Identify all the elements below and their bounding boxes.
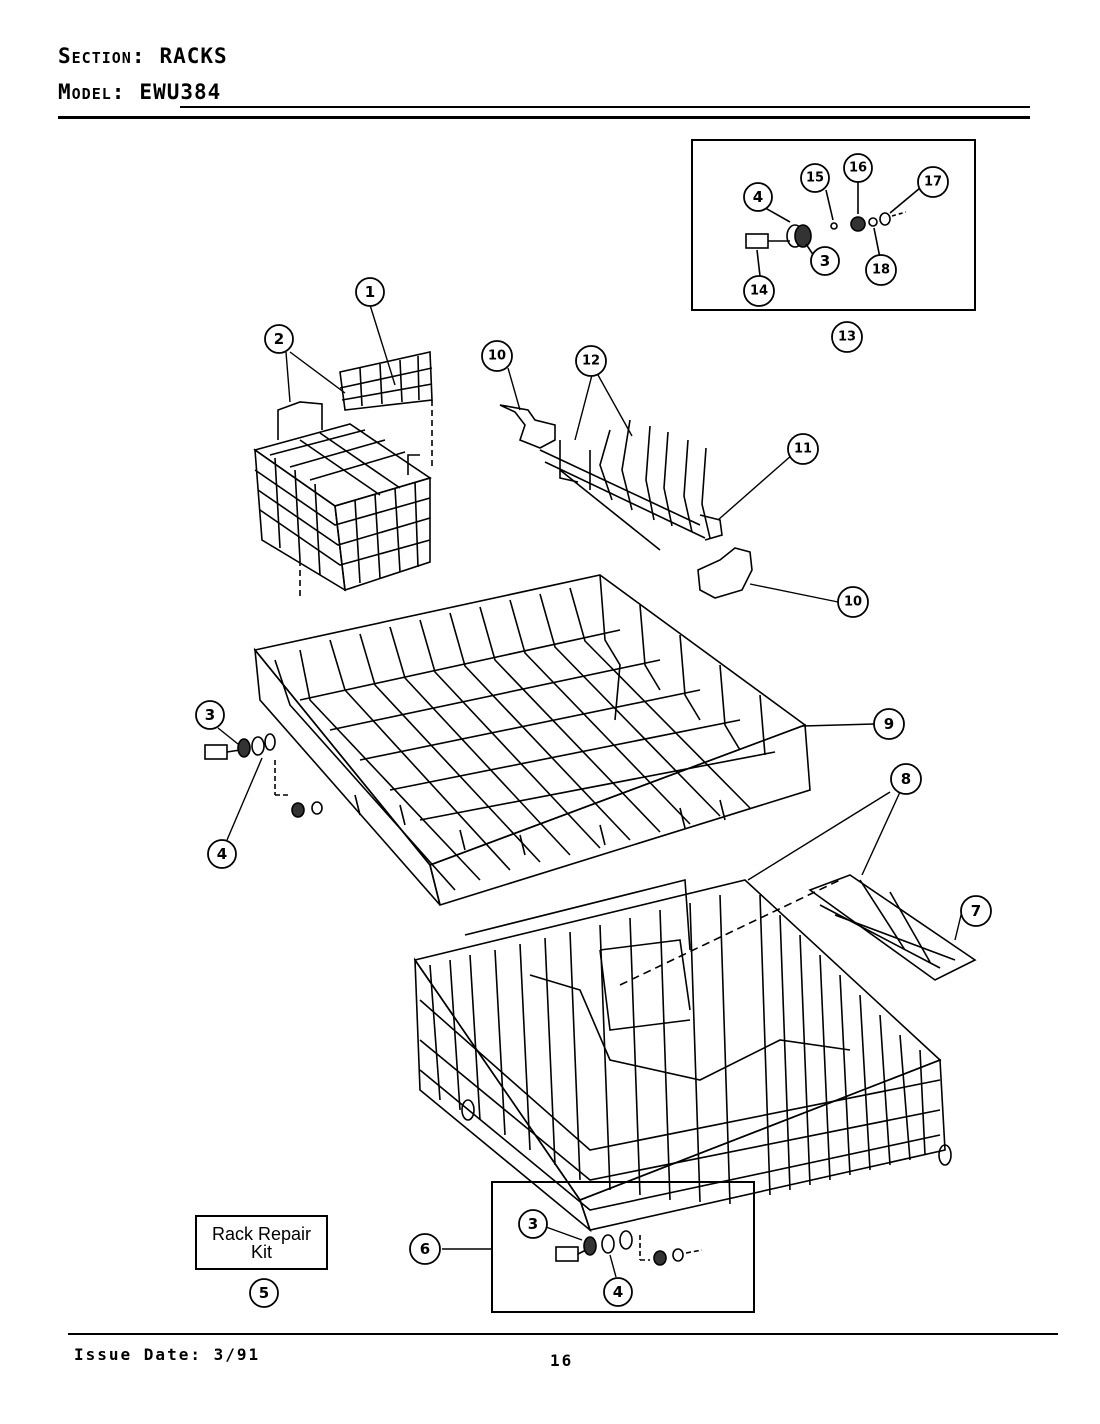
header-rule-top [180, 106, 1030, 108]
inset-hardware [745, 178, 921, 277]
callout-1-circle [355, 277, 385, 307]
callout-7-circle [960, 895, 992, 927]
callout-17-circle [917, 166, 949, 198]
callout-13-circle [831, 321, 863, 353]
inset-box-13 [691, 139, 976, 311]
callout-numbers: 1 2 3 4 5 6 7 8 9 10 10 11 12 13 14 15 1… [205, 161, 981, 1303]
rack-repair-kit-box: Rack Repair Kit [195, 1215, 328, 1270]
footer-rule [68, 1333, 1058, 1335]
callout-5: 5 [259, 1284, 269, 1302]
callout-3-inset-circle [810, 246, 840, 276]
callout-12-circle [575, 345, 607, 377]
callout-3-lower: 3 [528, 1215, 538, 1233]
header-rule-bottom [58, 116, 1030, 119]
callout-8: 8 [901, 770, 911, 788]
callout-4-lower-circle [603, 1277, 633, 1307]
callout-16: 16 [849, 161, 867, 176]
inset-box-6 [491, 1181, 755, 1313]
model-row: Model: EWU384 [58, 80, 221, 104]
leader-lines [217, 304, 963, 1278]
section-label: Section: [58, 44, 146, 68]
callout-18-circle [865, 254, 897, 286]
callout-6-circle [409, 1233, 441, 1265]
lower-rack [413, 874, 977, 1233]
callout-1: 1 [365, 283, 375, 301]
section-value: RACKS [159, 44, 228, 68]
callout-13: 13 [838, 330, 856, 345]
model-value: EWU384 [139, 80, 222, 104]
callout-8-circle [890, 763, 922, 795]
callout-10: 10 [488, 349, 506, 364]
cup-shelf [499, 404, 753, 599]
callout-3-circle [195, 700, 225, 730]
callout-4: 4 [217, 845, 227, 863]
upper-rack-hardware [204, 733, 323, 818]
callout-4-circle [207, 839, 237, 869]
callout-4-lower: 4 [613, 1283, 623, 1301]
kit-label-line1: Rack Repair [211, 1224, 312, 1244]
callout-6: 6 [420, 1240, 430, 1258]
callout-15-circle [800, 163, 830, 193]
callout-15: 15 [806, 171, 824, 186]
callout-12: 12 [582, 354, 600, 369]
callout-16-circle [843, 153, 873, 183]
issue-date: Issue Date: 3/91 [74, 1345, 261, 1364]
callout-3-lower-circle [518, 1209, 548, 1239]
callout-9: 9 [884, 715, 894, 733]
callout-4-inset-circle [743, 182, 773, 212]
callout-18: 18 [872, 263, 890, 278]
kit-label-line2: Kit [250, 1242, 272, 1262]
callout-7: 7 [971, 902, 981, 920]
callout-10-circle [481, 340, 513, 372]
callout-5-circle [249, 1278, 279, 1308]
upper-rack [253, 574, 811, 907]
callout-circles [195, 153, 992, 1308]
lower-rack-hardware [555, 1230, 703, 1266]
callout-2: 2 [274, 330, 284, 348]
model-label: Model: [58, 80, 126, 104]
callout-2-circle [264, 324, 294, 354]
callout-3: 3 [205, 706, 215, 724]
callout-9-circle [873, 708, 905, 740]
section-row: Section: RACKS [58, 44, 228, 68]
page-number: 16 [550, 1351, 574, 1370]
silverware-basket [253, 351, 433, 600]
callout-11-circle [787, 433, 819, 465]
callout-10b: 10 [844, 595, 862, 610]
callout-17: 17 [924, 175, 942, 190]
callout-14: 14 [750, 284, 768, 299]
callout-10b-circle [837, 586, 869, 618]
callout-3-inset: 3 [820, 252, 830, 270]
callout-11: 11 [794, 442, 812, 457]
callout-4-inset: 4 [753, 188, 763, 206]
callout-14-circle [743, 275, 775, 307]
